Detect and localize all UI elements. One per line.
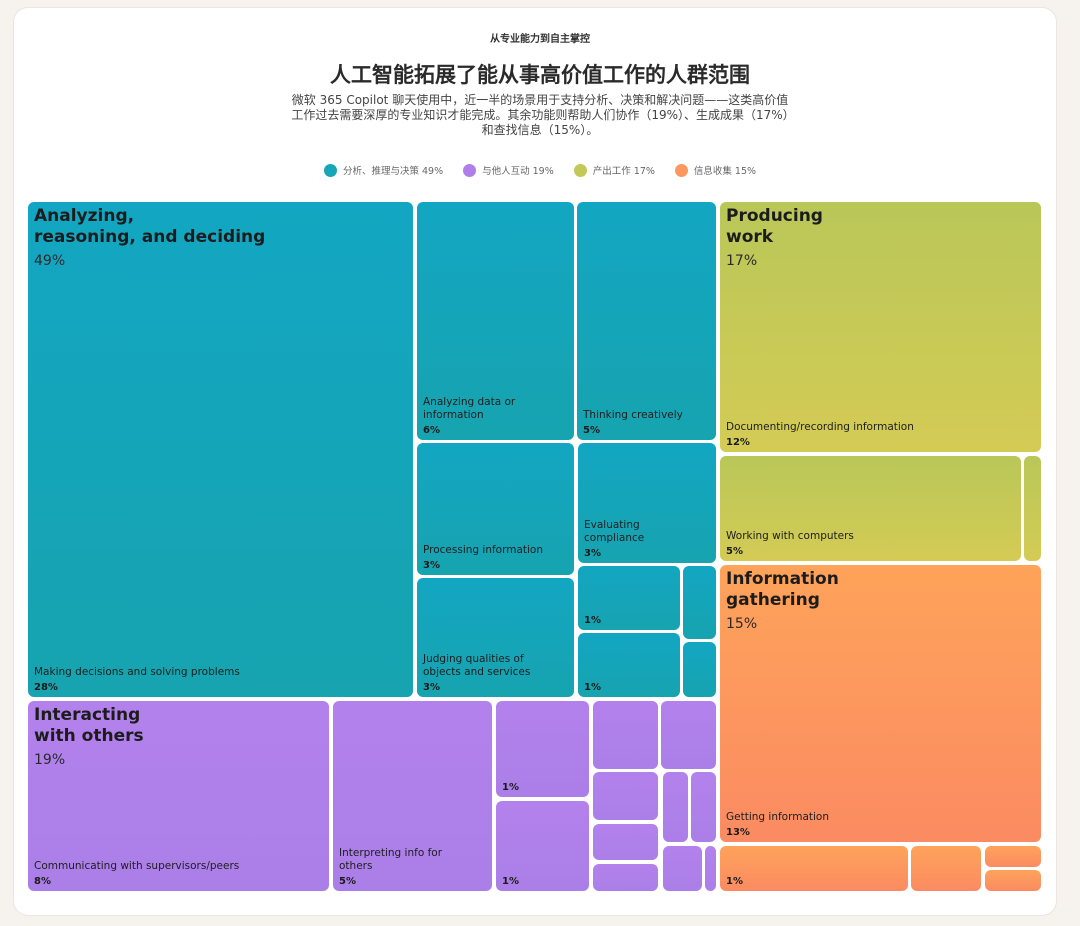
treemap-tile[interactable] xyxy=(985,846,1041,867)
treemap-tile[interactable]: Thinking creatively 5% xyxy=(577,202,716,440)
legend-item-gathering[interactable]: 信息收集 15% xyxy=(674,163,757,177)
legend-label: 产出工作 17% xyxy=(592,166,655,177)
legend-item-producing[interactable]: 产出工作 17% xyxy=(573,163,655,177)
treemap-tile[interactable] xyxy=(661,701,716,769)
tile-percent: 5% xyxy=(339,876,356,887)
treemap-tile[interactable] xyxy=(683,566,716,639)
tile-percent: 5% xyxy=(726,546,743,557)
treemap-tile[interactable] xyxy=(593,701,658,769)
legend-label: 与他人互动 19% xyxy=(482,166,554,177)
treemap-tile[interactable]: Working with computers 5% xyxy=(720,456,1021,561)
group-title: Interacting with others xyxy=(34,705,144,746)
legend-label: 分析、推理与决策 49% xyxy=(342,166,444,177)
legend-swatch xyxy=(573,163,587,177)
group-title: Producing work xyxy=(726,206,823,247)
legend-swatch xyxy=(674,163,688,177)
tile-percent: 1% xyxy=(502,782,519,793)
tile-percent: 1% xyxy=(726,876,743,887)
tile-label: Communicating with supervisors/peers xyxy=(34,860,240,872)
tile-percent: 1% xyxy=(584,682,601,693)
treemap-tile[interactable] xyxy=(683,642,716,697)
treemap-tile[interactable] xyxy=(911,846,981,891)
legend-swatch xyxy=(463,163,477,177)
tile-percent: 1% xyxy=(584,615,601,626)
treemap-tile[interactable]: Analyzing data or information 6% xyxy=(417,202,574,440)
tile-label: Processing information xyxy=(423,544,544,556)
tile-percent: 3% xyxy=(584,548,601,559)
treemap-tile[interactable]: 1% xyxy=(496,701,589,797)
treemap-tile[interactable]: Evaluating compliance 3% xyxy=(578,443,716,563)
tile-percent: 28% xyxy=(34,682,58,693)
treemap-tile[interactable]: 1% xyxy=(578,633,680,697)
tile-percent: 12% xyxy=(726,437,750,448)
legend-item-interacting[interactable]: 与他人互动 19% xyxy=(463,163,554,177)
tile-percent: 1% xyxy=(502,876,519,887)
treemap-tile[interactable] xyxy=(593,824,658,860)
tile-percent: 3% xyxy=(423,682,440,693)
tile-percent: 8% xyxy=(34,876,51,887)
legend: 分析、推理与决策 49% 与他人互动 19% 产出工作 17% 信息收集 15% xyxy=(0,163,1080,177)
tile-percent: 6% xyxy=(423,425,440,436)
treemap-tile[interactable] xyxy=(985,870,1041,891)
legend-item-analyzing[interactable]: 分析、推理与决策 49% xyxy=(323,163,444,177)
group-percent: 49% xyxy=(34,253,66,269)
treemap-tile[interactable]: Producing work 17% Documenting/recording i… xyxy=(720,202,1041,452)
tile-label: Making decisions and solving problems xyxy=(34,666,240,678)
treemap-tile[interactable]: 1% xyxy=(720,846,908,891)
tile-percent: 3% xyxy=(423,560,440,571)
treemap-tile[interactable] xyxy=(663,846,702,891)
chart-title: 人工智能拓展了能从事高价值工作的人群范围 xyxy=(330,63,750,87)
treemap-tile[interactable] xyxy=(593,772,658,820)
group-percent: 15% xyxy=(726,616,758,632)
group-title: Information gathering xyxy=(726,569,839,610)
treemap-tile[interactable]: Interacting with others 19% Communicating … xyxy=(28,701,329,891)
tile-label: Evaluating compliance xyxy=(584,519,645,544)
treemap-tile[interactable] xyxy=(691,772,716,842)
treemap-tile[interactable] xyxy=(1024,456,1041,561)
treemap-tile[interactable]: Analyzing, reasoning, and deciding 49% Mak… xyxy=(28,202,413,697)
treemap-tile[interactable]: 1% xyxy=(496,801,589,891)
eyebrow-text: 从专业能力到自主掌控 xyxy=(490,34,590,45)
chart-subtitle: 微软 365 Copilot 聊天使用中，近一半的场景用于支持分析、决策和解决问… xyxy=(291,93,789,137)
treemap-tile[interactable]: Interpreting info for others 5% xyxy=(333,701,492,891)
treemap-tile[interactable]: Processing information 3% xyxy=(417,443,574,575)
treemap-tile[interactable] xyxy=(705,846,716,891)
treemap-tile[interactable] xyxy=(593,864,658,891)
treemap-tile[interactable] xyxy=(663,772,688,842)
tile-label: Getting information xyxy=(726,811,830,823)
tile-label: Analyzing data or information xyxy=(423,396,516,421)
tile-label: Working with computers xyxy=(726,530,854,542)
tile-label: Judging qualities of objects and service… xyxy=(423,653,531,678)
treemap-tile[interactable]: Information gathering 15% Getting informat… xyxy=(720,565,1041,842)
group-percent: 17% xyxy=(726,253,758,269)
tile-label: Thinking creatively xyxy=(583,409,683,421)
tile-percent: 5% xyxy=(583,425,600,436)
treemap-tile[interactable]: Judging qualities of objects and service… xyxy=(417,578,574,697)
tile-label: Interpreting info for others xyxy=(339,847,443,872)
group-title: Analyzing, reasoning, and deciding xyxy=(34,206,266,247)
legend-label: 信息收集 15% xyxy=(693,166,757,177)
group-percent: 19% xyxy=(34,752,66,768)
legend-swatch xyxy=(323,163,337,177)
tile-percent: 13% xyxy=(726,827,750,838)
tile-label: Documenting/recording information xyxy=(726,421,914,433)
treemap-tile[interactable]: 1% xyxy=(578,566,680,630)
